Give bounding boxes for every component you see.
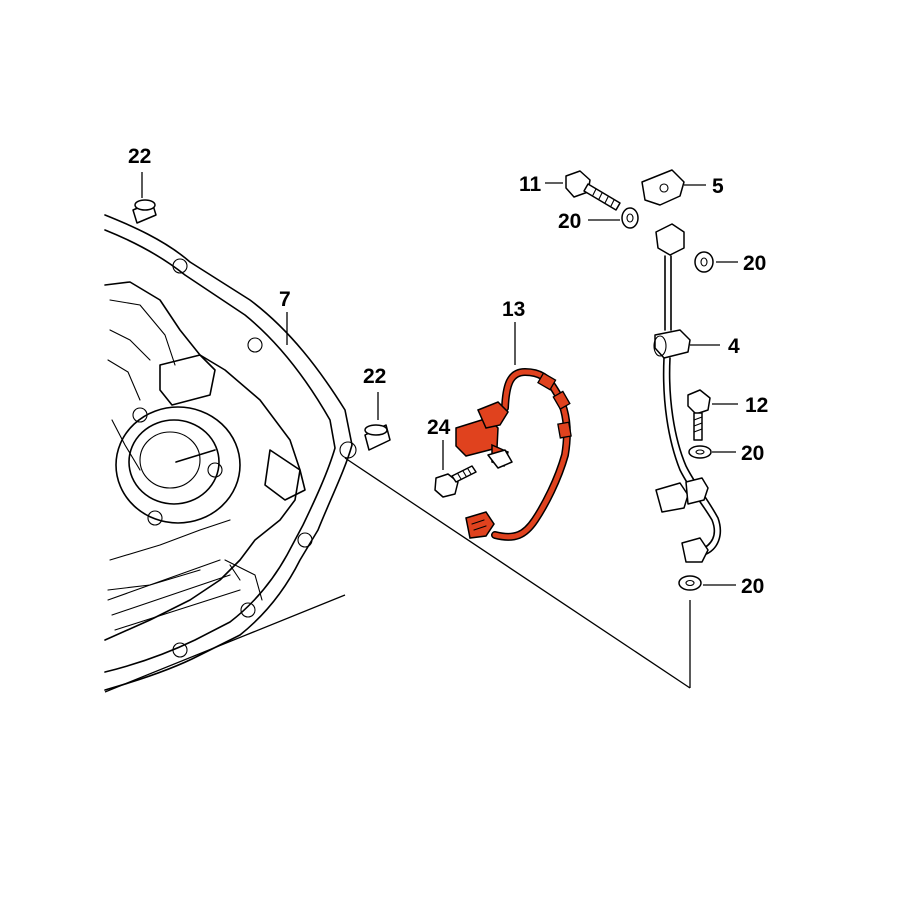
boss-bolt bbox=[147, 510, 163, 526]
engine-cover-assembly bbox=[104, 214, 357, 691]
lower-fins bbox=[107, 559, 263, 631]
assembly-leader-lower bbox=[104, 594, 346, 693]
gasket-bolt-hole bbox=[172, 642, 188, 658]
sensor-cable-4 bbox=[653, 223, 722, 563]
cover-gasket-inner bbox=[104, 229, 336, 673]
right-rib bbox=[264, 449, 306, 501]
callout-4: 4 bbox=[728, 335, 740, 358]
gasket-bolt-hole bbox=[240, 602, 256, 618]
bolt-11 bbox=[545, 170, 621, 211]
bolt-12 bbox=[687, 389, 738, 441]
assembly-leader-upper bbox=[344, 457, 691, 689]
callout-20-lower: 20 bbox=[741, 575, 764, 598]
cover-gasket-outline bbox=[104, 214, 353, 691]
cylinder-boss-outer bbox=[115, 406, 241, 524]
gasket-bolt-hole bbox=[339, 441, 357, 459]
callout-5: 5 bbox=[712, 175, 724, 198]
gasket-bolt-hole bbox=[247, 337, 263, 353]
highlighted-sensor-harness-13 bbox=[455, 322, 572, 541]
gasket-bolt-hole bbox=[297, 532, 313, 548]
callout-12: 12 bbox=[745, 394, 768, 417]
bracket-5 bbox=[641, 169, 706, 206]
gasket-bolt-hole bbox=[172, 258, 188, 274]
dowel-pin-22-upper bbox=[132, 172, 157, 224]
callout-13: 13 bbox=[502, 298, 525, 321]
callout-11: 11 bbox=[519, 173, 542, 196]
washer-20-upper-left bbox=[588, 207, 639, 229]
bore-shaft bbox=[175, 449, 216, 463]
boss-bolt bbox=[207, 462, 223, 478]
washer-20-lower bbox=[678, 575, 736, 591]
boss-bolt bbox=[132, 407, 148, 423]
washer-20-middle bbox=[688, 445, 736, 459]
crankcase-web bbox=[107, 299, 231, 591]
washer-20-upper-right bbox=[694, 251, 738, 273]
cylinder-boss-bore bbox=[139, 431, 201, 489]
callout-20-middle: 20 bbox=[741, 442, 764, 465]
top-stud-boss bbox=[159, 354, 216, 406]
callout-24: 24 bbox=[427, 416, 451, 439]
callout-7: 7 bbox=[279, 288, 291, 311]
callout-22-upper: 22 bbox=[128, 145, 151, 168]
callout-20-upper-left: 20 bbox=[558, 210, 581, 233]
bolt-24 bbox=[434, 440, 477, 498]
callout-20-upper-right: 20 bbox=[743, 252, 766, 275]
cylinder-boss-inner bbox=[128, 419, 220, 505]
callout-22-lower: 22 bbox=[363, 365, 386, 388]
dowel-pin-22-lower bbox=[364, 392, 391, 451]
